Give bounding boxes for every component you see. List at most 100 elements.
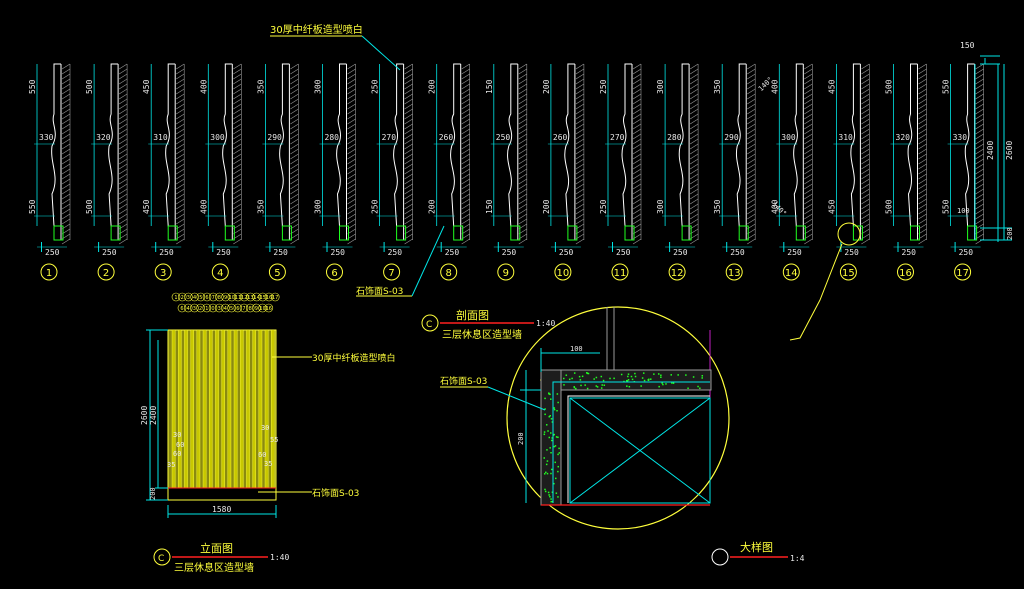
hatch-line: [861, 133, 870, 140]
dim-mid-label: 280: [325, 133, 340, 142]
hatch-line: [747, 83, 756, 90]
hatch-line: [347, 113, 356, 120]
hatch-line: [290, 173, 299, 180]
elevation-marker-label: 15: [260, 295, 266, 301]
hatch-line: [347, 148, 356, 155]
dim-bottom-label: 350: [713, 199, 722, 214]
profile-curve: [564, 63, 575, 227]
profile-marker-label: 13: [728, 268, 741, 279]
hatch-line: [975, 108, 984, 115]
dim-mid-label: 330: [39, 133, 54, 142]
hatch-line: [975, 138, 984, 145]
hatch-line: [861, 163, 870, 170]
speckle: [557, 401, 559, 404]
item17-base-dim: 100: [957, 207, 970, 215]
hatch-line: [632, 193, 642, 200]
hatch-line: [861, 128, 870, 135]
base-dim-tick: [554, 242, 556, 252]
hatch-line: [347, 173, 356, 180]
elevation-sub-marker: [183, 303, 193, 313]
speckle: [548, 415, 551, 418]
elev-title-symbol: C: [158, 554, 164, 564]
hatch-line: [975, 203, 984, 210]
hatch-line: [861, 208, 870, 215]
hatch-line: [689, 98, 699, 105]
dim-top-label: 350: [713, 79, 722, 94]
hatch-line: [861, 148, 870, 155]
hatch-line: [975, 93, 984, 100]
hatch-line: [461, 213, 470, 220]
hatch-line: [118, 218, 128, 225]
elevation-marker-label: 3: [187, 295, 190, 301]
hatch-line: [975, 158, 984, 165]
dim-bottom-label: 400: [199, 199, 208, 214]
base-dim-tick: [954, 242, 956, 252]
hatch-line: [176, 123, 185, 130]
elevation-slat: [252, 329, 257, 489]
profile-marker-label: 14: [785, 268, 798, 279]
hatch-line: [518, 173, 527, 180]
hatch-line: [804, 103, 813, 110]
dim-mid-label: 290: [724, 133, 739, 142]
hatch-line: [176, 218, 185, 225]
speckle: [553, 408, 556, 411]
hatch-line: [176, 93, 185, 100]
elevation-sub-marker-label: 1: [205, 306, 208, 312]
hatch-line: [347, 78, 356, 85]
speckle: [660, 374, 662, 377]
hatch-line: [689, 138, 699, 145]
speckle: [547, 430, 549, 432]
hatch-line: [404, 98, 413, 105]
dim-base-label: 250: [216, 248, 231, 257]
speckle: [553, 482, 555, 485]
hatch-line: [804, 173, 813, 180]
hatch-line: [575, 63, 585, 70]
hatch-line: [918, 88, 927, 95]
hatch-line: [632, 153, 642, 160]
hatch-line: [404, 208, 413, 215]
hatch-line: [404, 188, 413, 195]
hatch-line: [347, 93, 356, 100]
profile-marker-label: 17: [956, 268, 969, 279]
hatch-line: [233, 178, 242, 185]
hatch-line: [61, 113, 71, 120]
hatch-line: [518, 118, 527, 125]
dim-top-label: 300: [656, 79, 665, 94]
hatch-line: [918, 213, 927, 220]
elevation-marker-label: 2: [181, 295, 184, 301]
hatch-line: [461, 128, 470, 135]
hatch-line: [176, 118, 185, 125]
hatch-line: [804, 118, 813, 125]
hatch-line: [176, 213, 185, 220]
speckle: [660, 376, 662, 378]
speckle: [544, 397, 546, 400]
hatch-line: [747, 193, 756, 200]
speckle: [697, 385, 699, 388]
hatch-line: [632, 118, 642, 125]
hatch-line: [461, 123, 470, 130]
base-dim-tick: [212, 242, 214, 252]
hatch-line: [290, 203, 299, 210]
hatch-line: [518, 93, 527, 100]
hatch-line: [233, 198, 242, 205]
hatch-line: [689, 113, 699, 120]
profile-marker-label: 1: [46, 268, 52, 279]
dim-top-label: 550: [942, 79, 951, 94]
hatch-line: [404, 193, 413, 200]
dim-base-label: 250: [45, 248, 60, 257]
elevation-marker: [215, 292, 224, 302]
speckle: [550, 398, 552, 400]
hatch-line: [861, 103, 870, 110]
elevation-sub-marker: [196, 303, 205, 313]
hatch-line: [918, 153, 927, 160]
speckle: [551, 500, 554, 503]
hatch-line: [804, 68, 813, 75]
hatch-line: [632, 188, 642, 195]
speckle: [555, 492, 558, 494]
hatch-line: [118, 163, 128, 170]
speckle: [580, 384, 582, 387]
profile-curve: [735, 63, 747, 227]
dim-mid-label: 290: [267, 133, 282, 142]
hatch-line: [404, 83, 413, 90]
